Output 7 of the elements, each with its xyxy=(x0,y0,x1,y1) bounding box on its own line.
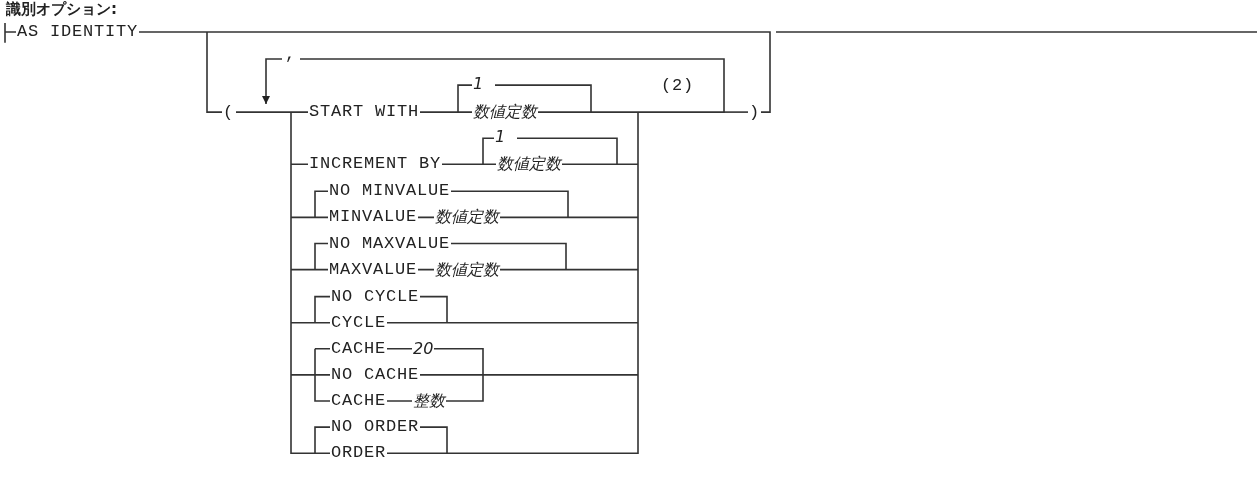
diagram-title: 識別オプション: xyxy=(6,0,117,19)
variable-name: 数値定数 xyxy=(472,103,538,122)
variable-name: 整数 xyxy=(412,392,446,410)
variable-name: 数値定数 xyxy=(434,208,500,227)
variable-name: 数値定数 xyxy=(496,155,562,174)
variable-name: 数値定数 xyxy=(434,260,500,279)
parenthesis: ) xyxy=(748,104,761,122)
